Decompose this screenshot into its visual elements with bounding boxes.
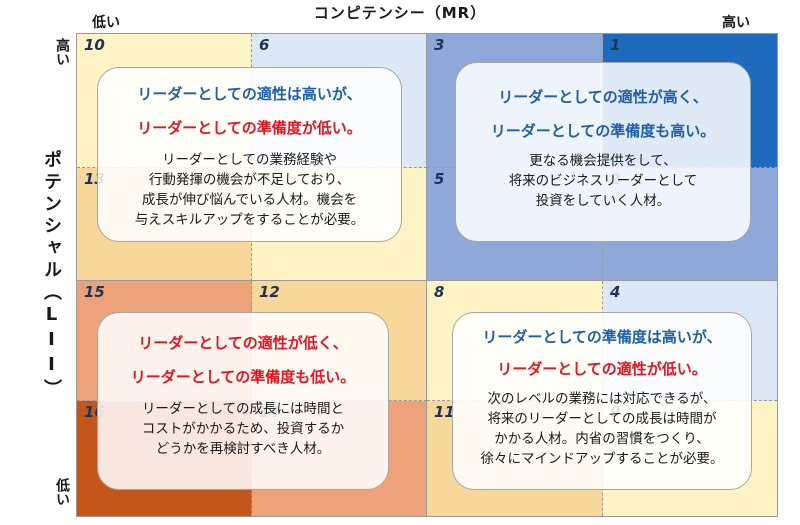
card-body-line: リーダーとしての業務経験や <box>161 152 338 168</box>
card-body-line: 更なる機会提供をして、 <box>529 153 677 169</box>
x-axis-high-label: 高い <box>722 15 750 31</box>
cell-number: 12 <box>259 283 280 301</box>
cell-number: 1 <box>610 36 621 54</box>
cell-number: 6 <box>259 36 270 54</box>
cell-number: 11 <box>434 403 455 421</box>
cell-number: 8 <box>434 283 445 301</box>
card-body-line: かかる人材。内省の習慣をつくり、 <box>494 431 710 447</box>
card-body-line: 徐々にマインドアップすることが必要。 <box>480 451 724 467</box>
card-body-line: 投資をしていく人材。 <box>535 193 671 209</box>
card-top-right: リーダーとしての適性が高く、 リーダーとしての準備度も高い。 更なる機会提供をし… <box>455 62 751 242</box>
card-body-line: コストがかかるため、投資するか <box>141 421 345 437</box>
card-heading-readiness: リーダーとしての準備度は高いが、 <box>482 328 722 346</box>
y-axis-low-label: 低い <box>54 478 70 506</box>
card-heading-aptitude: リーダーとしての適性が低く、 <box>138 334 348 352</box>
card-heading-readiness: リーダーとしての準備度も高い。 <box>490 122 716 140</box>
card-heading-aptitude: リーダーとしての適性は高いが、 <box>137 85 362 103</box>
card-bottom-left: リーダーとしての適性が低く、 リーダーとしての準備度も低い。 リーダーとしての成… <box>97 312 389 490</box>
y-axis-title: ポテンシャル（LII） <box>41 150 62 401</box>
card-body-line: どうかを再検討すべき人材。 <box>155 441 331 457</box>
cell-number: 5 <box>434 170 445 188</box>
card-heading-readiness: リーダーとしての準備度も低い。 <box>130 368 356 386</box>
x-axis-title: コンピテンシー（MR） <box>313 4 487 22</box>
cell-number: 10 <box>84 36 105 54</box>
y-axis-high-label: 高い <box>54 38 70 66</box>
card-description: リーダーとしての業務経験や 行動発揮の機会が不足しており、 成長が伸び悩んでいる… <box>98 150 401 230</box>
card-heading-aptitude: リーダーとしての適性が低い。 <box>497 360 707 378</box>
card-body-line: 将来のリーダーとしての成長は時間が <box>487 411 717 427</box>
card-heading-readiness: リーダーとしての準備度が低い。 <box>137 119 362 137</box>
card-body-line: 与えスキルアップをすることが必要。 <box>134 212 365 228</box>
card-body-line: 成長が伸び悩んでいる人材。機会を <box>141 192 358 208</box>
card-body-line: 将来のビジネスリーダーとして <box>508 173 698 189</box>
card-top-left: リーダーとしての適性は高いが、 リーダーとしての準備度が低い。 リーダーとしての… <box>97 67 402 242</box>
cell-number: 4 <box>610 283 621 301</box>
card-description: 更なる機会提供をして、 将来のビジネスリーダーとして 投資をしていく人材。 <box>456 151 750 211</box>
card-description: 次のレベルの業務には対応できるが、 将来のリーダーとしての成長は時間が かかる人… <box>453 389 751 469</box>
card-description: リーダーとしての成長には時間と コストがかかるため、投資するか どうかを再検討す… <box>98 399 388 459</box>
cell-number: 15 <box>84 283 105 301</box>
card-heading-aptitude: リーダーとしての適性が高く、 <box>498 88 708 106</box>
card-body-line: 次のレベルの業務には対応できるが、 <box>487 391 717 407</box>
card-body-line: 行動発揮の機会が不足しており、 <box>148 172 351 188</box>
x-axis-low-label: 低い <box>92 15 120 31</box>
card-bottom-right: リーダーとしての準備度は高いが、 リーダーとしての適性が低い。 次のレベルの業務… <box>452 312 752 490</box>
cell-number: 3 <box>434 36 445 54</box>
card-body-line: リーダーとしての成長には時間と <box>141 401 345 417</box>
